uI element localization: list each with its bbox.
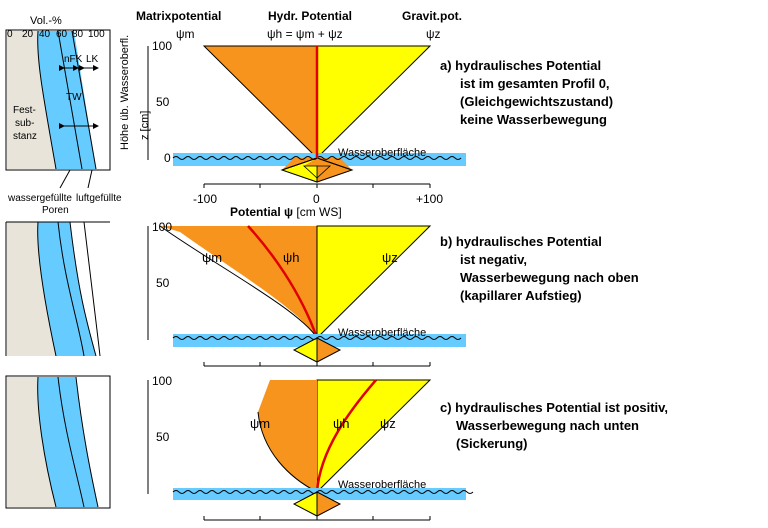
y-tick-0-a: 0 <box>164 151 171 165</box>
vol-tick-20: 20 <box>22 29 34 40</box>
y-tick-50-a: 50 <box>156 95 170 109</box>
y-tick-50-c: 50 <box>156 430 170 444</box>
panel-b-psi-z: ψz <box>382 250 398 265</box>
panel-a-text-2: ist im gesamten Profil 0, <box>460 76 610 91</box>
y-tick-100-b: 100 <box>152 220 172 234</box>
x-axis-title: Potential ψ [cm WS] <box>230 205 342 219</box>
x-tick-plus100: +100 <box>416 192 443 206</box>
vol-tick-100: 100 <box>88 29 105 40</box>
panel-c: 100 50 ψm ψh ψz Wasseroberfläche c) hydr… <box>5 374 668 521</box>
vol-tick-0: 0 <box>7 29 13 40</box>
x-tick-0: 0 <box>313 192 320 206</box>
panel-c-psi-h: ψh <box>333 416 350 431</box>
fest-label-2: sub- <box>15 118 34 129</box>
water-surface-label-b: Wasseroberfläche <box>338 327 426 339</box>
y-axis-label-2: z [cm] <box>139 111 151 140</box>
panel-b-text-4: (kapillarer Aufstieg) <box>460 288 582 303</box>
fest-label-3: stanz <box>13 131 37 142</box>
x-axis-title-unit: [cm WS] <box>293 205 342 219</box>
lk-label: LK <box>86 54 99 65</box>
panel-b-psi-h: ψh <box>283 250 300 265</box>
vol-percent-label: Vol.-% <box>30 15 62 27</box>
panel-b-text-3: Wasserbewegung nach oben <box>460 270 639 285</box>
y-tick-50-b: 50 <box>156 276 170 290</box>
vol-tick-60: 60 <box>56 29 68 40</box>
tw-label: TW <box>66 92 82 103</box>
y-tick-100-a: 100 <box>152 39 172 53</box>
wassergefuellte-label: wassergefüllte <box>7 193 72 204</box>
nfk-label: nFK <box>64 54 83 65</box>
vol-tick-80: 80 <box>72 29 84 40</box>
panel-b-text-1: b) hydraulisches Potential <box>440 234 602 249</box>
panel-b-psi-m: ψm <box>202 250 222 265</box>
water-surface-label-a: Wasseroberfläche <box>338 147 426 159</box>
gravit-symbol: ψz <box>426 27 441 41</box>
hydr-title: Hydr. Potential <box>268 9 352 23</box>
gravit-title: Gravit.pot. <box>402 9 462 23</box>
panel-b-text-2: ist negativ, <box>460 252 527 267</box>
panel-c-psi-z: ψz <box>380 416 396 431</box>
hydr-equation: ψh = ψm + ψz <box>267 27 343 41</box>
panel-a-text-3: (Gleichgewichtszustand) <box>460 94 613 109</box>
panel-b: 100 50 ψm ψh ψz Wasseroberfläche b) hydr… <box>5 220 639 367</box>
y-axis-label-1: Höhe üb. Wasseroberfl. <box>119 35 131 150</box>
x-tick-minus100: -100 <box>193 192 217 206</box>
fest-label-1: Fest- <box>13 105 36 116</box>
y-tick-100-c: 100 <box>152 374 172 388</box>
poren-label: Poren <box>42 205 69 216</box>
panel-a: Vol.-% 0 20 40 60 80 100 nFK LK TW Fest-… <box>5 9 613 219</box>
panel-c-text-1: c) hydraulisches Potential ist positiv, <box>440 400 668 415</box>
matrix-symbol: ψm <box>176 27 195 41</box>
x-axis-title-bold: Potential ψ <box>230 205 293 219</box>
panel-c-text-2: Wasserbewegung nach unten <box>456 418 639 433</box>
panel-c-text-3: (Sickerung) <box>456 436 528 451</box>
panel-a-text-4: keine Wasserbewegung <box>460 112 607 127</box>
panel-c-psi-m: ψm <box>250 416 270 431</box>
panel-a-text-1: a) hydraulisches Potential <box>440 58 601 73</box>
water-surface-label-c: Wasseroberfläche <box>338 479 426 491</box>
vol-tick-40: 40 <box>39 29 51 40</box>
luftgefuellte-label: luftgefüllte <box>76 193 122 204</box>
matrix-title: Matrixpotential <box>136 9 221 23</box>
